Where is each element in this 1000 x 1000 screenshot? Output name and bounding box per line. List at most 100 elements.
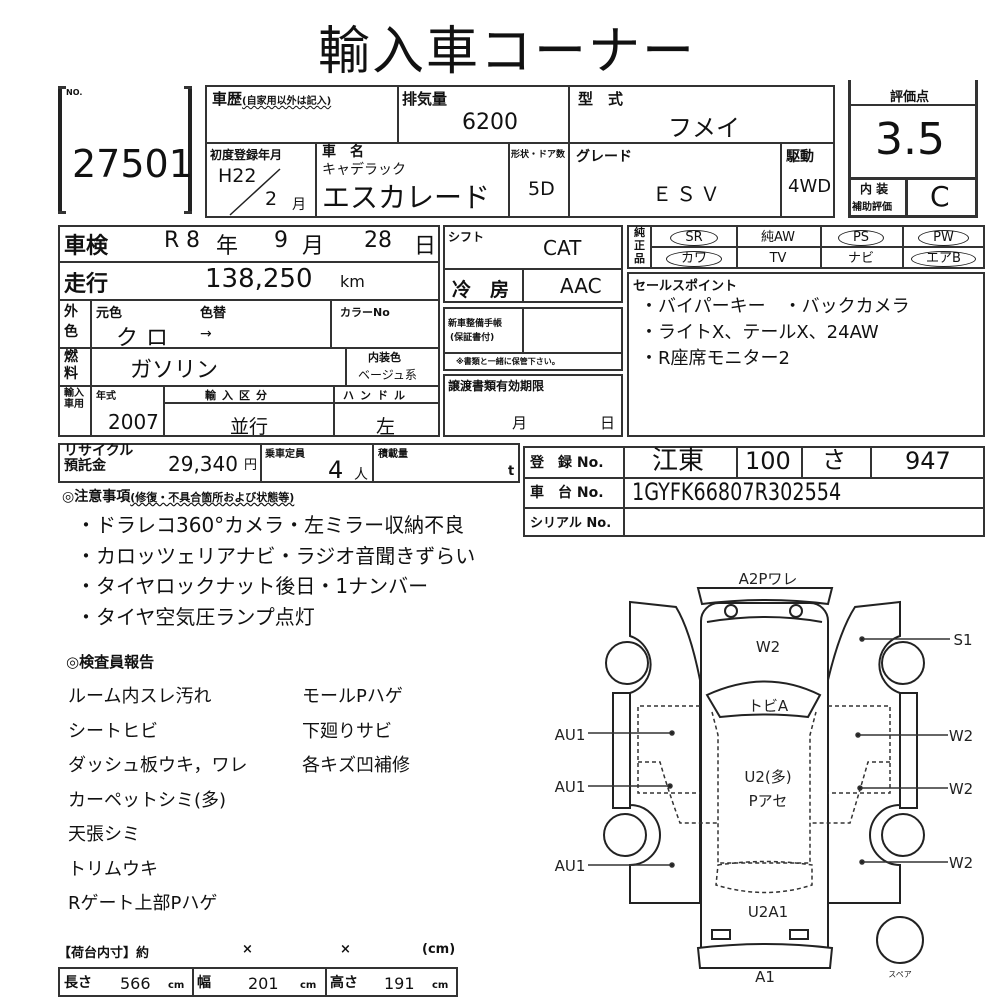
tail-light bbox=[789, 604, 803, 618]
orig-color-label: 元色 bbox=[96, 306, 123, 321]
inspector-right-list: モールPハゲ 下廻りサビ 各キズ凹補修 bbox=[302, 680, 410, 784]
windshield-damage: トビA bbox=[748, 697, 789, 715]
capacity-unit: 人 bbox=[354, 467, 368, 483]
inspector-item: モールPハゲ bbox=[302, 686, 403, 707]
cargo-label: 【荷台内寸】約 bbox=[58, 946, 150, 961]
genuine-part: カワ bbox=[665, 251, 722, 267]
inspector-left-list: ルーム内スレ汚れ シートヒビ ダッシュ板ウキ，ワレ カーペットシミ(多) 天張シ… bbox=[68, 680, 247, 922]
roof-damage-2: Pアセ bbox=[749, 792, 788, 810]
score-value: 3.5 bbox=[875, 114, 945, 165]
recycle-label: リサイクル預託金 bbox=[64, 444, 133, 474]
note-item: ・タイヤ空気圧ランプ点灯 bbox=[76, 604, 315, 629]
sales-points-box bbox=[627, 272, 985, 437]
service-book-label: 新車整備手帳 bbox=[448, 319, 503, 329]
genuine-label: 純正品 bbox=[634, 226, 645, 265]
interior-label: 内 装 bbox=[860, 182, 889, 196]
chassis-number: 1GYFK66807R302554 bbox=[632, 478, 842, 506]
model-code-label: 型 式 bbox=[578, 90, 624, 108]
genuine-part: TV bbox=[769, 251, 787, 266]
genuine-part: PW bbox=[918, 230, 969, 246]
doors-value: 5D bbox=[528, 178, 555, 200]
registration-class: 100 bbox=[745, 447, 791, 475]
right-damage: S1 bbox=[953, 631, 972, 649]
transfer-docs-label: 譲渡書類有効期限 bbox=[448, 379, 545, 393]
inspector-heading: ◎検査員報告 bbox=[66, 653, 155, 671]
wheel bbox=[881, 641, 925, 685]
notes-sublabel: (修復・不具合箇所および状態等) bbox=[130, 491, 295, 504]
notes-list: ・ドラレコ360°カメラ・左ミラー収納不良 ・カロッツェリアナビ・ラジオ音聞きず… bbox=[76, 510, 475, 632]
inspection-era: R bbox=[164, 228, 180, 253]
lot-bracket bbox=[58, 86, 192, 214]
score-box bbox=[848, 80, 978, 218]
vehicle-info-box bbox=[205, 85, 835, 218]
mileage-label: 走行 bbox=[64, 272, 109, 297]
shift-value: CAT bbox=[543, 236, 582, 260]
interior-color-label: 内装色 bbox=[368, 351, 401, 364]
height-unit: cm bbox=[432, 980, 449, 991]
inspection-day: 28 bbox=[364, 228, 392, 253]
right-damage: W2 bbox=[949, 727, 973, 745]
genuine-part: PS bbox=[837, 230, 885, 246]
note-item: ・カロッツェリアナビ・ラジオ音聞きずらい bbox=[76, 543, 476, 568]
interior-color: ベージュ系 bbox=[358, 368, 417, 382]
genuine-part: ナビ bbox=[847, 251, 874, 266]
mileage-unit: km bbox=[340, 272, 365, 291]
inspection-year: 8 bbox=[186, 228, 200, 253]
cargo-unit-note: (cm) bbox=[422, 942, 456, 957]
genuine-part: エアB bbox=[911, 251, 976, 267]
wheel bbox=[881, 813, 925, 857]
tail-light bbox=[724, 604, 738, 618]
transfer-docs-box bbox=[443, 374, 623, 437]
handle-label: ハンドル bbox=[343, 389, 411, 402]
inspection-label: 車検 bbox=[64, 234, 109, 259]
genuine-part-cell: PW bbox=[902, 227, 985, 246]
first-reg-month: 2 bbox=[265, 188, 278, 210]
recycle-unit: 円 bbox=[244, 458, 258, 473]
import-label: 輸入車用 bbox=[64, 388, 84, 410]
history-label: 車歴 bbox=[212, 90, 243, 108]
left-step bbox=[612, 692, 631, 809]
headlight bbox=[789, 929, 809, 940]
genuine-part: SR bbox=[670, 230, 718, 246]
wheel bbox=[603, 813, 647, 857]
inspection-month: 9 bbox=[274, 228, 288, 253]
lot-label: NO. bbox=[66, 88, 83, 97]
color-no-label: カラーNo bbox=[340, 306, 390, 319]
lot-number: 27501 bbox=[72, 142, 193, 186]
drive-value: 4WD bbox=[788, 176, 832, 197]
width-value: 201 bbox=[248, 974, 279, 993]
times-sign: × bbox=[242, 942, 253, 957]
times-sign: × bbox=[340, 942, 351, 957]
genuine-part-cell: エアB bbox=[902, 248, 985, 267]
inspector-item: ルーム内スレ汚れ bbox=[68, 686, 212, 707]
rear-bumper-damage: A2Pワレ bbox=[739, 570, 798, 588]
front-bumper-damage: A1 bbox=[755, 968, 775, 986]
chassis-label: 車 台 No. bbox=[530, 485, 604, 501]
load-label: 積載量 bbox=[378, 449, 408, 460]
fuel-value: ガソリン bbox=[130, 358, 219, 383]
capacity-label: 乗車定員 bbox=[265, 449, 305, 460]
capacity-value: 4 bbox=[328, 456, 344, 484]
displacement-label: 排気量 bbox=[402, 90, 448, 108]
recycle-label-1: リサイクル bbox=[64, 443, 134, 459]
mileage-value: 138,250 bbox=[205, 264, 313, 294]
genuine-part-cell: ナビ bbox=[820, 248, 902, 268]
windshield bbox=[705, 680, 822, 719]
slash-divider bbox=[229, 168, 281, 216]
car-name: エスカレード bbox=[322, 181, 491, 214]
model-code-value: フメイ bbox=[668, 114, 740, 142]
inspector-item: 天張シミ bbox=[68, 824, 140, 845]
page-title: 輸入車コーナー bbox=[318, 22, 697, 82]
genuine-part-cell: PS bbox=[820, 227, 902, 246]
transfer-month-unit: 月 bbox=[512, 414, 528, 432]
registration-box bbox=[523, 446, 985, 537]
rear-gate-damage: W2 bbox=[756, 638, 780, 656]
fuel-label: 燃料 bbox=[64, 349, 78, 382]
day-unit: 日 bbox=[414, 234, 437, 259]
height-value: 191 bbox=[384, 974, 415, 993]
displacement-value: 6200 bbox=[462, 110, 518, 135]
sales-point: ・ライトX、テールX、24AW bbox=[640, 322, 879, 343]
car-maker: キャデラック bbox=[322, 162, 406, 178]
score-label: 評価点 bbox=[890, 90, 930, 105]
first-reg-month-unit: 月 bbox=[292, 197, 306, 213]
